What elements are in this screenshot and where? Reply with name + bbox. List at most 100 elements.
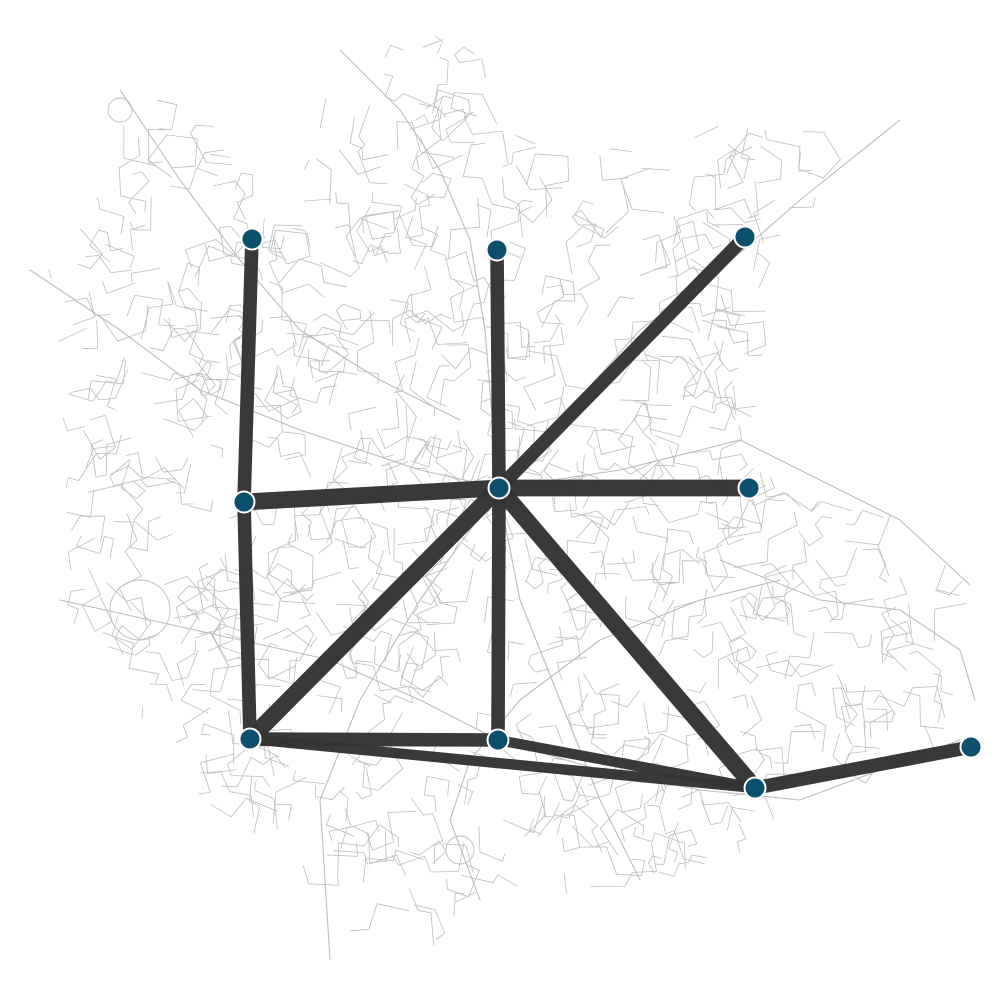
street [681,233,723,272]
street [695,352,752,417]
street [444,251,496,297]
node-west[interactable] [232,490,256,514]
street [198,753,234,795]
street [83,414,116,460]
street [316,695,343,713]
street [543,326,565,364]
street [97,437,132,478]
node-north-center[interactable] [485,238,509,262]
street [516,135,535,145]
street [733,385,758,409]
street [667,528,694,545]
street [576,520,610,568]
street [605,182,629,234]
street [683,356,711,399]
street [269,229,310,260]
node-south-center[interactable] [486,728,510,752]
street [798,516,833,547]
edge-n5-n9 [492,482,762,794]
street [386,436,430,465]
street [85,445,115,468]
street [441,347,489,370]
street [326,516,361,544]
street [543,795,560,818]
street [264,374,302,420]
street [274,803,292,821]
node-east[interactable] [737,476,761,500]
street [840,710,895,778]
node-far-east[interactable] [959,735,983,759]
street [661,335,704,367]
street [269,281,307,353]
street [425,430,462,459]
street [337,824,399,875]
street [173,557,227,619]
street [188,324,212,376]
street [383,73,431,106]
street [403,183,430,239]
street [933,603,967,642]
street [157,99,178,131]
street [650,553,668,596]
street [187,500,214,512]
street [819,547,858,606]
street [543,397,628,455]
street [614,775,647,813]
street [95,375,117,411]
node-south-east[interactable] [743,776,767,800]
street [874,686,946,718]
street [701,800,728,825]
node-south-west[interactable] [238,727,262,751]
street [566,786,589,816]
street [342,540,359,570]
street [325,814,355,837]
street [335,303,361,331]
street [659,854,708,877]
street [64,297,111,317]
street [461,440,488,486]
street [316,158,332,205]
street [170,167,197,190]
street [148,128,164,164]
street [737,823,747,853]
street [289,376,337,404]
street [454,892,476,903]
edge-n5-n8 [491,487,506,741]
street [837,674,866,707]
street [258,642,296,680]
street [350,903,409,932]
street [187,608,200,621]
street [390,299,426,324]
street [537,794,580,837]
street [529,817,542,835]
street [515,176,553,224]
street [844,540,890,577]
street [304,160,309,170]
street [338,790,349,823]
street [376,405,408,450]
node-hub[interactable] [487,476,511,500]
edge-n8-n9 [497,734,756,794]
street [292,770,325,784]
street [673,220,700,262]
street [114,516,161,552]
street [654,582,678,599]
street [200,771,255,818]
node-north-east[interactable] [733,225,757,249]
street [163,318,220,342]
street [634,404,671,432]
street [563,874,567,894]
street [639,460,681,506]
street [175,379,212,422]
street [739,730,818,778]
street [381,398,400,431]
street [502,176,523,238]
street [302,865,339,886]
street [254,780,278,830]
street [371,522,391,555]
street [541,275,576,327]
node-north-west[interactable] [240,227,264,251]
street [590,551,606,580]
